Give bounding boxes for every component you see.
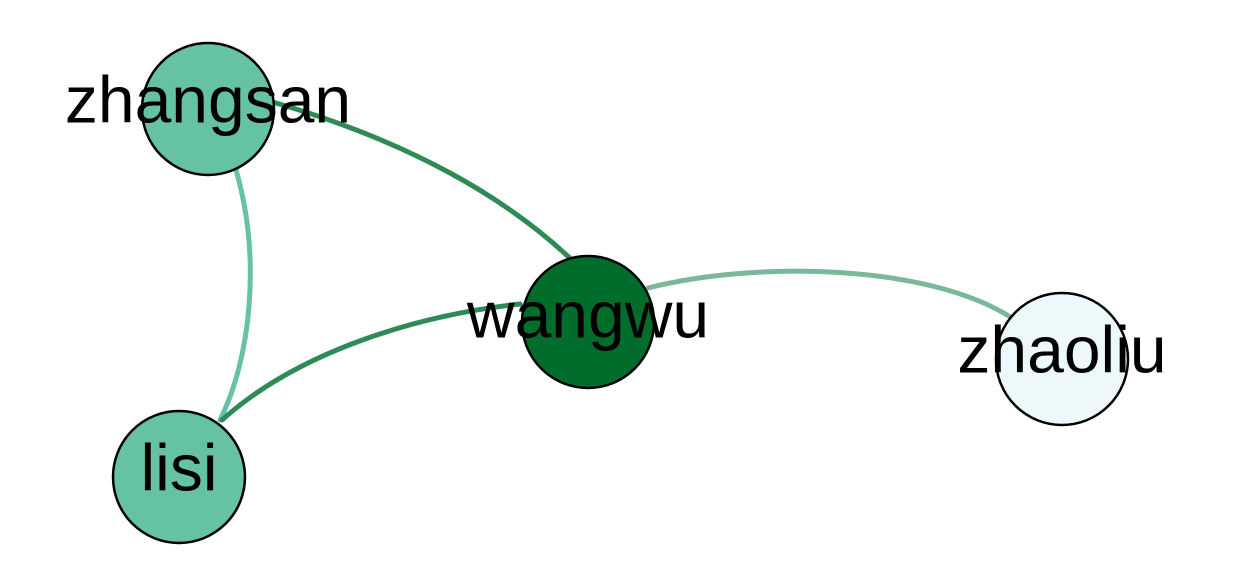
edge-zhangsan-lisi [217,167,253,423]
node-zhangsan[interactable]: zhangsan [65,41,351,177]
node-wangwu-circle [520,254,656,390]
node-wangwu[interactable]: wangwu [466,254,709,390]
edge-lisi-wangwu [219,301,523,423]
nodes-layer: zhangsan lisi wangwu zhaoliu [65,41,1167,545]
edge-zhangsan-wangwu [259,96,578,266]
edge-wangwu-zhaoliu [645,268,1015,321]
node-zhaoliu-label: zhaoliu [957,312,1166,386]
node-zhaoliu[interactable]: zhaoliu [957,291,1167,427]
node-zhangsan-circle [140,41,276,177]
node-zhaoliu-circle [994,291,1130,427]
node-wangwu-label: wangwu [466,277,709,351]
node-zhangsan-label: zhangsan [65,62,351,136]
node-lisi[interactable]: lisi [111,409,247,545]
node-lisi-circle [111,409,247,545]
edges-layer [217,96,1015,423]
node-lisi-label: lisi [141,430,218,504]
